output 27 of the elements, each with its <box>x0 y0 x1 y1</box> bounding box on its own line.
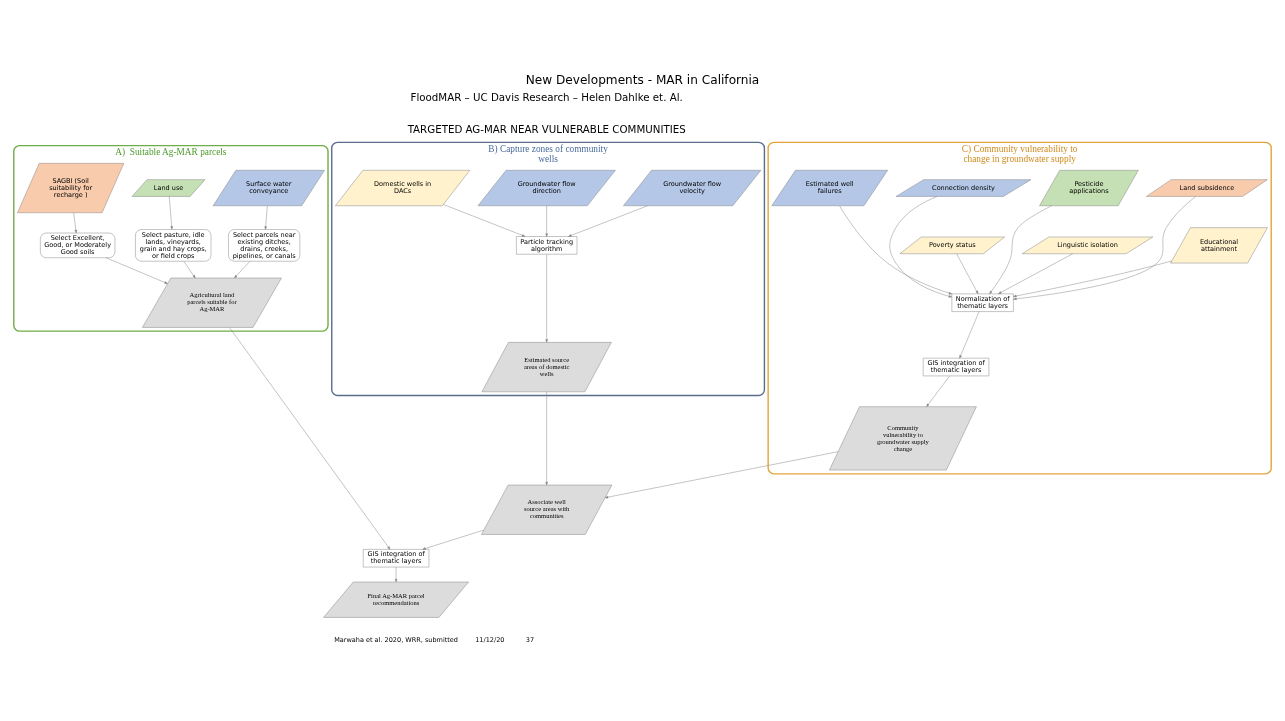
arrow <box>545 253 548 343</box>
arrow <box>839 205 953 294</box>
arrow <box>1013 260 1172 297</box>
label: FloodMAR – UC Davis Research – Helen Dahlke et. Al. <box>410 90 683 103</box>
arrow <box>989 205 1052 294</box>
arrow <box>229 326 391 550</box>
arrow <box>1013 195 1196 300</box>
arrow <box>998 253 1073 294</box>
arrow <box>443 203 526 237</box>
diagram-title: New Developments - MAR in California <box>525 72 760 87</box>
arrow <box>73 212 78 233</box>
arrow <box>234 260 251 278</box>
arrow <box>105 257 168 284</box>
arrow <box>568 205 648 237</box>
arrow <box>394 566 398 582</box>
label: TARGETED AG-MAR NEAR VULNERABLE COMMUNITIES <box>407 122 686 135</box>
arrow <box>422 529 484 550</box>
arrow <box>169 195 173 230</box>
arrow <box>604 450 839 498</box>
arrow <box>959 310 980 358</box>
arrow <box>926 375 950 407</box>
arrow <box>183 260 196 278</box>
arrow <box>264 205 268 230</box>
arrow <box>889 195 952 297</box>
arrow <box>545 391 548 485</box>
arrow <box>956 253 979 294</box>
arrow <box>545 205 548 237</box>
